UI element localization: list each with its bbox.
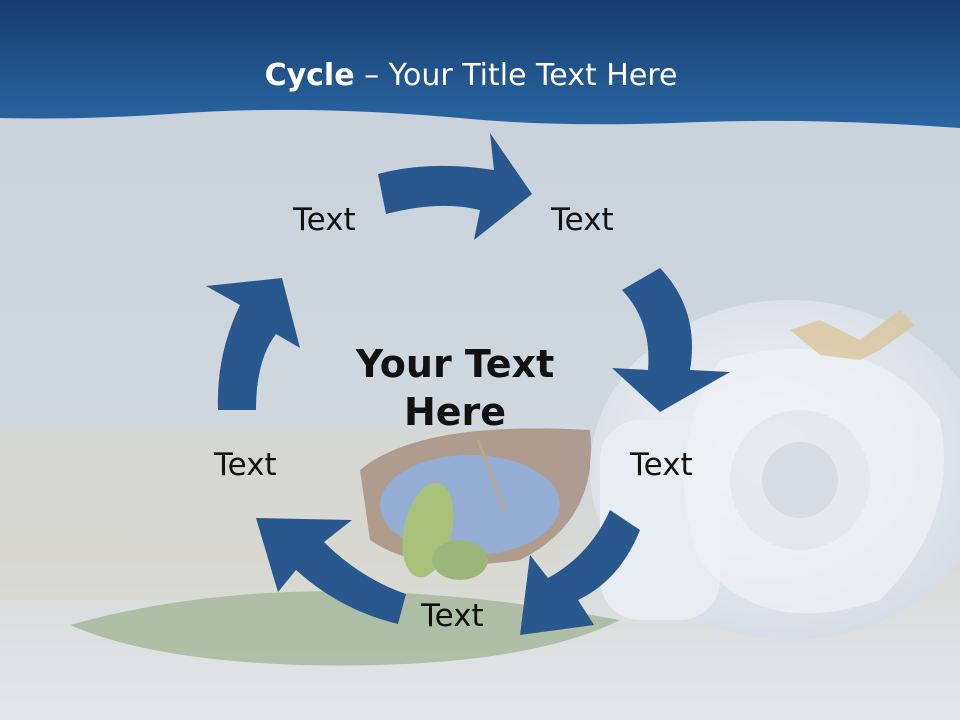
node-label-top-right: Text: [551, 202, 614, 238]
title-rest: – Your Title Text Here: [354, 58, 678, 93]
center-text: Your Text Here: [330, 340, 580, 436]
flower: [790, 310, 915, 360]
arrow-bottom-left: [256, 518, 406, 624]
center-text-line2: Here: [403, 390, 507, 434]
leaf-shape: [70, 591, 620, 666]
arrow-left: [206, 278, 300, 410]
node-label-left: Text: [214, 447, 277, 483]
arrow-bottom-right: [520, 510, 640, 635]
slide-title: Cycle – Your Title Text Here: [0, 54, 942, 98]
arrow-top: [378, 133, 532, 240]
header-band: [0, 0, 960, 128]
node-label-right: Text: [630, 447, 693, 483]
arrow-right: [612, 268, 730, 412]
node-label-top-left: Text: [293, 202, 356, 238]
cycle-arrows: [206, 133, 730, 635]
center-text-line1: Your Text: [355, 342, 555, 386]
node-label-bottom: Text: [421, 598, 484, 634]
title-bold: Cycle: [264, 58, 355, 93]
